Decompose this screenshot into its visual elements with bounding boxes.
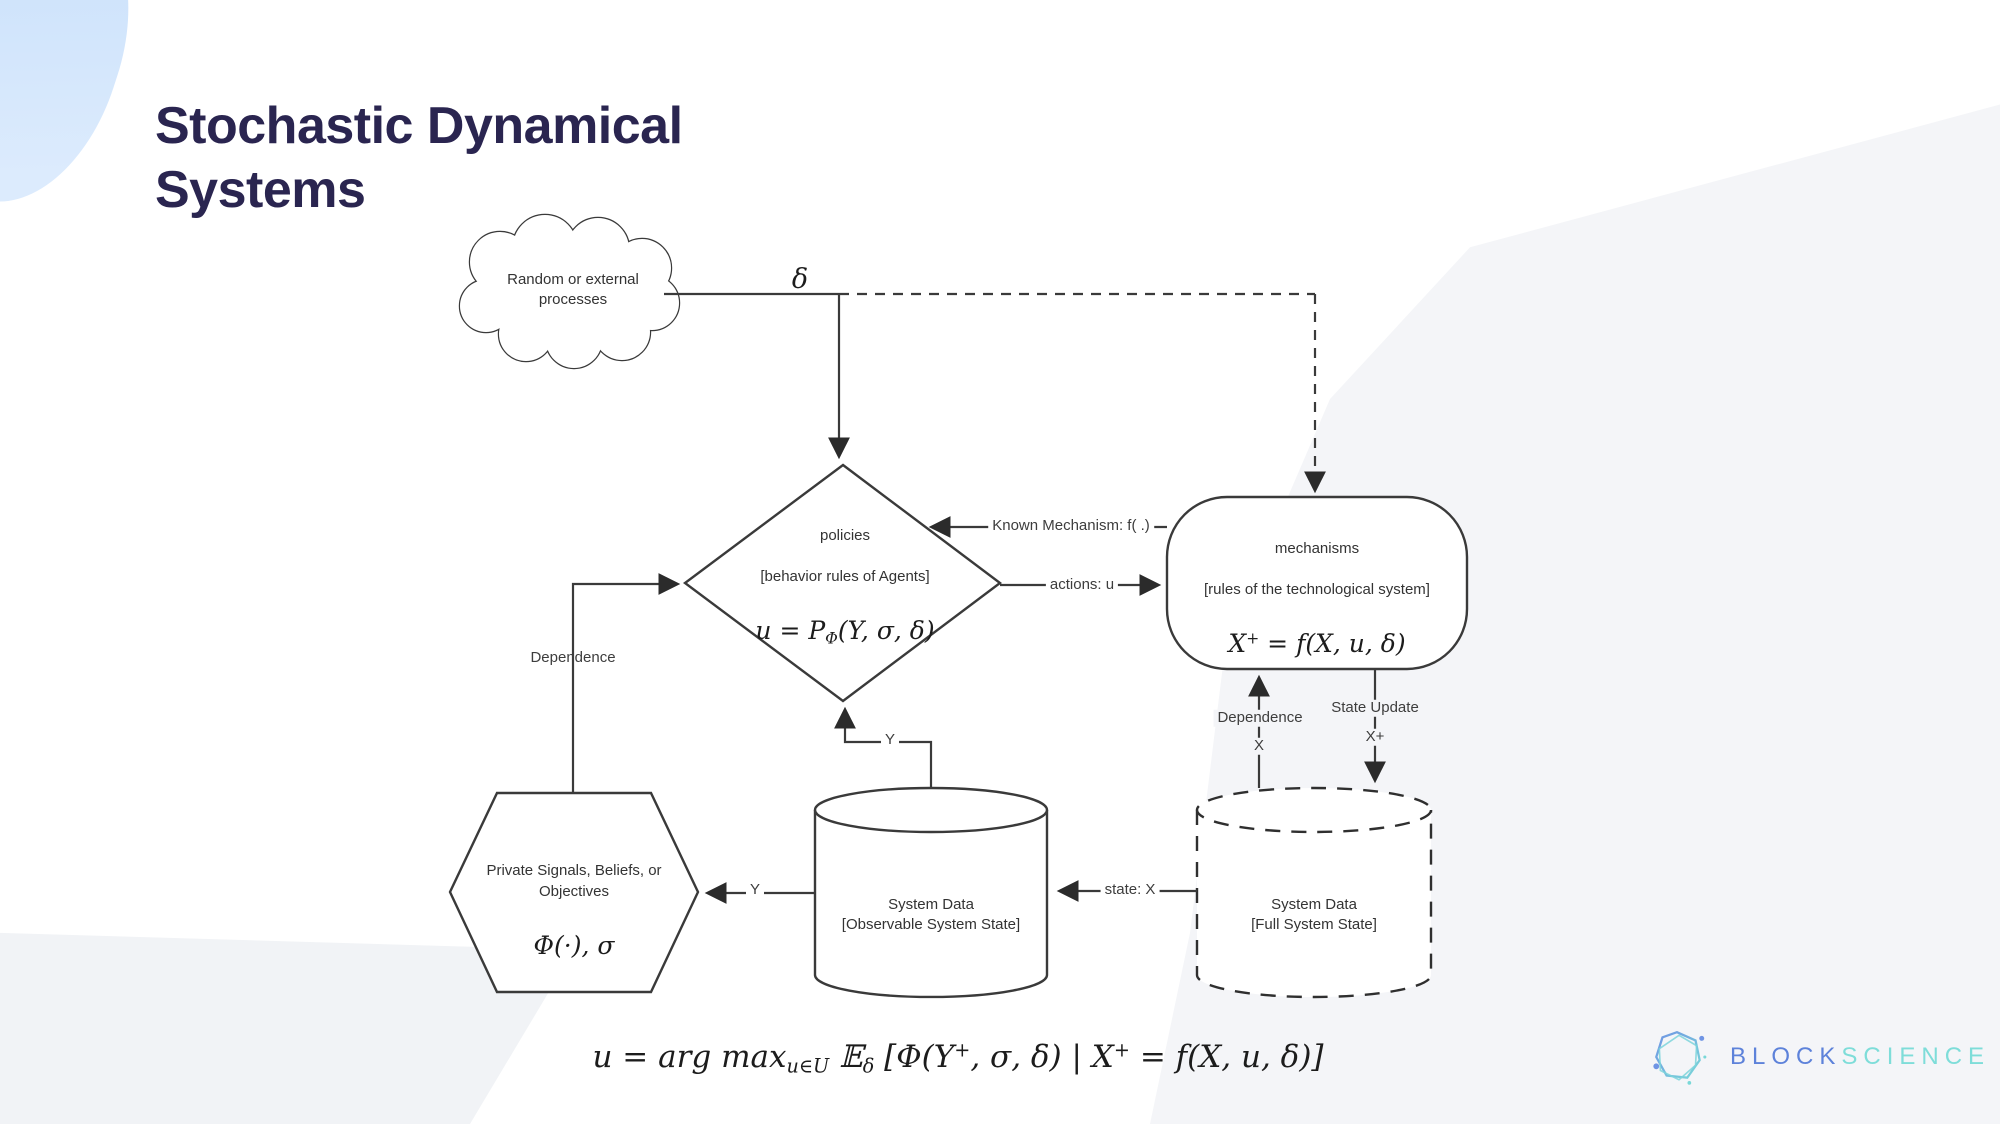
actions-label: actions: u [1045, 576, 1119, 594]
mechanisms-name: mechanisms [1274, 540, 1360, 558]
mechanisms-box [1165, 495, 1469, 671]
blockscience-logo: BLOCKSCIENCE [1648, 1026, 1990, 1088]
footer-formula: u = arg maxu∈U 𝔼δ [Φ(Y+, σ, δ) | X+ = f(… [592, 1038, 1324, 1078]
logo-word-block: BLOCK [1730, 1043, 1842, 1070]
x-label: X [1249, 737, 1269, 755]
policies-formula: u = PΦ(Y, σ, δ) [755, 616, 935, 648]
mechanisms-subtitle: [rules of the technological system] [1204, 580, 1430, 598]
y-left-label: Y [745, 881, 765, 899]
blockscience-logo-text: BLOCKSCIENCE [1730, 1043, 1990, 1071]
edge-y-to-policies [834, 706, 933, 788]
dependence-right-label: Dependence [1213, 709, 1307, 727]
known-mechanism-label: Known Mechanism: f( .) [988, 517, 1154, 535]
x-plus-label: X+ [1361, 728, 1389, 746]
logo-word-science: SCIENCE [1841, 1043, 1991, 1070]
blockscience-logo-icon [1653, 1030, 1707, 1085]
policies-diamond [682, 463, 1002, 703]
full-data-label: System Data [Full System State] [1251, 895, 1377, 933]
edge-dependence-hexagon-to-policies [571, 573, 681, 793]
policies-text: policies [behavior rules of Agents] u = … [715, 506, 975, 670]
slide-title: Stochastic Dynamical Systems [155, 94, 683, 223]
full-data-cylinder [1195, 786, 1433, 999]
state-x-label: state: X [1100, 881, 1160, 899]
cloud-shape-fill [460, 215, 679, 368]
dependence-left-label: Dependence [530, 648, 616, 666]
policies-name: policies [819, 527, 871, 545]
observable-data-cylinder [813, 786, 1049, 999]
slide-title-line1: Stochastic Dynamical [155, 97, 683, 155]
delta-label: δ [791, 263, 809, 295]
mechanisms-formula: X+ = f(X, u, δ) [1228, 629, 1406, 659]
private-signals-formula: Φ(·), σ [533, 931, 615, 960]
observable-data-label: System Data [Observable System State] [841, 895, 1021, 933]
slide-title-line2: Systems [155, 161, 366, 220]
private-signals-label: Private Signals, Beliefs, or Objectives [486, 862, 662, 900]
private-signals-hexagon [448, 791, 700, 994]
mechanisms-text: mechanisms [rules of the technological s… [1177, 519, 1457, 681]
y-top-label: Y [880, 731, 900, 749]
cloud-label: Random or external processes [507, 270, 639, 308]
policies-subtitle: [behavior rules of Agents] [760, 567, 930, 585]
state-update-label: State Update [1327, 699, 1423, 717]
private-signals-text: Private Signals, Beliefs, or Objectives … [464, 841, 684, 983]
